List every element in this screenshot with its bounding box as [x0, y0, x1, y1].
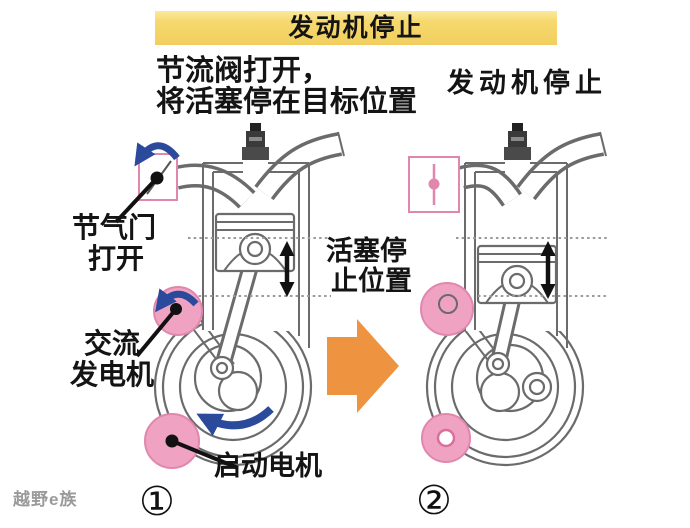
piston-position-guides — [188, 237, 607, 297]
right-intake-pipe — [457, 163, 522, 207]
right-engine-cross-section — [425, 123, 607, 467]
left-caption-line2: 将活塞停在目标位置 — [156, 86, 418, 118]
throttle-label-line1: 节气门 — [72, 212, 157, 243]
throttle-label-line2: 打开 — [88, 243, 145, 274]
alternator-label: 交流 发电机 — [70, 328, 154, 390]
step-number-1: ① — [139, 480, 175, 524]
right-piston — [476, 244, 558, 305]
left-intake-pipe — [173, 163, 256, 209]
right-caption: 发动机停止 — [447, 68, 607, 98]
step-number-2: ② — [416, 479, 452, 523]
watermark: 越野e族 — [13, 490, 78, 509]
transition-arrow-icon — [327, 319, 399, 413]
alternator-label-line1: 交流 — [84, 328, 141, 359]
throttle-label: 节气门 打开 — [72, 212, 156, 274]
left-caption: 节流阀打开， 将活塞停在目标位置 — [156, 56, 417, 118]
alternator-rotation-icon — [155, 288, 199, 313]
left-throttle-valve — [114, 142, 180, 224]
alternator-label-line2: 发电机 — [70, 359, 155, 390]
right-throttle-valve — [408, 156, 460, 213]
right-alternator — [420, 282, 474, 336]
left-piston — [214, 212, 296, 273]
right-starter-motor — [421, 413, 471, 463]
piston-stop-label-line1: 活塞停 — [326, 236, 407, 266]
piston-stop-label-line2: 止位置 — [331, 266, 412, 296]
left-alternator — [135, 286, 203, 358]
left-starter-motor — [144, 413, 239, 470]
right-spark-plug — [504, 123, 531, 160]
right-exhaust-pipe — [516, 131, 607, 201]
piston-stop-position-label: 活塞停 止位置 — [326, 236, 412, 296]
starter-label: 启动电机 — [214, 451, 322, 481]
piston-travel-arrow-left — [279, 241, 295, 297]
throttle-rotation-icon — [134, 142, 180, 167]
left-cylinder-walls — [202, 162, 310, 348]
left-spark-plug — [242, 123, 269, 160]
left-engine-cross-section — [153, 123, 345, 467]
left-exhaust-pipe — [254, 131, 345, 201]
banner-title: 发动机停止 — [288, 14, 424, 42]
flywheel-rotation-icon — [196, 406, 274, 436]
piston-travel-arrow-right — [540, 241, 556, 299]
left-caption-line1: 节流阀打开， — [156, 55, 331, 87]
title-banner: 发动机停止 — [155, 11, 557, 45]
